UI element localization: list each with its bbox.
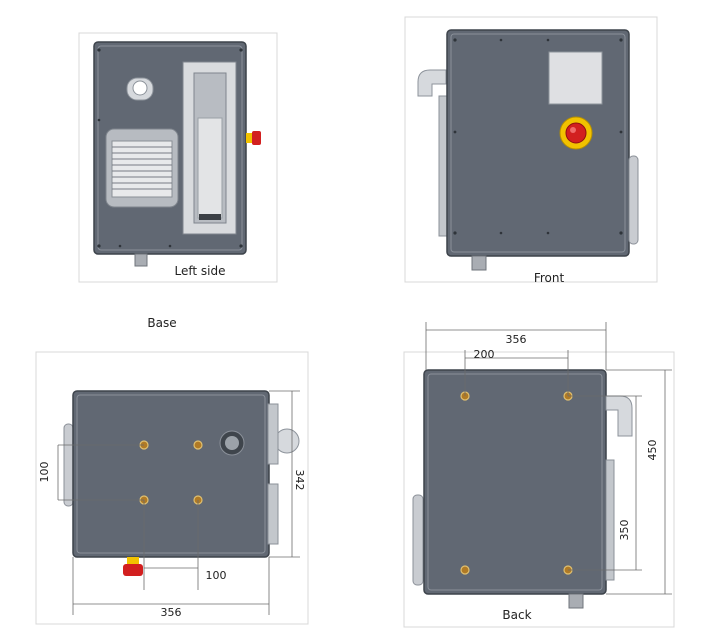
elbow-duct-icon <box>417 69 447 97</box>
base-caption: Base <box>147 316 176 330</box>
left-side-view: Left side <box>78 32 278 283</box>
base-panel <box>72 390 270 558</box>
emergency-stop-icon <box>123 557 143 576</box>
bolts <box>453 38 623 235</box>
base-view: Base <box>35 316 309 625</box>
mounting-hole <box>460 565 470 575</box>
display-window <box>548 51 603 105</box>
dim-back-height: 450 <box>646 440 659 461</box>
dim-base-vertical: 100 <box>38 462 51 483</box>
dim-base-width: 356 <box>161 606 182 619</box>
dim-back-inner: 200 <box>474 348 495 361</box>
window-panel <box>182 61 237 235</box>
mounting-hole <box>193 440 203 450</box>
emergency-stop-icon <box>559 116 593 150</box>
vent-grille <box>105 128 179 208</box>
drain-outlet <box>471 255 487 271</box>
back-caption: Back <box>502 608 531 622</box>
dim-back-lower: 350 <box>618 520 631 541</box>
dim-base-horizontal: 100 <box>206 569 227 582</box>
handle <box>628 155 639 245</box>
base-dimensions <box>57 390 300 615</box>
dim-base-height: 342 <box>293 470 306 491</box>
drain-outlet <box>568 593 584 609</box>
back-panel <box>423 369 607 595</box>
dim-back-width: 356 <box>506 333 527 346</box>
elbow-duct-icon <box>274 428 300 454</box>
bolts <box>97 48 243 248</box>
back-dimensions <box>425 322 672 595</box>
elbow-duct-icon <box>126 77 154 101</box>
front-caption: Front <box>534 271 565 285</box>
port-icon <box>219 430 245 456</box>
back-view: 356 200 450 350 Back <box>403 322 675 628</box>
emergency-stop-icon <box>246 131 261 145</box>
front-view: Front <box>404 16 658 285</box>
drain-outlet <box>134 253 148 267</box>
left-side-caption: Left side <box>175 264 226 278</box>
